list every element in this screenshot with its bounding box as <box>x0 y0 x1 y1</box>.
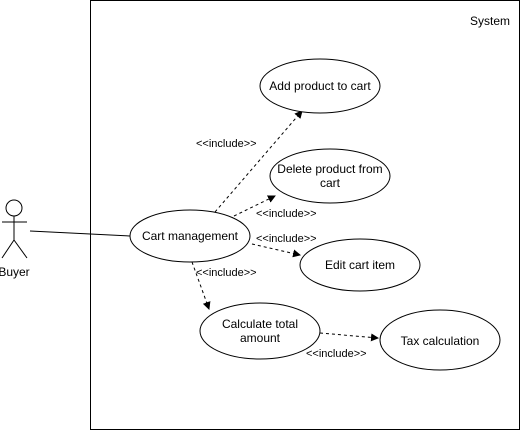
use-case-ellipse <box>199 302 321 360</box>
use-case-label: Tax calculation <box>401 334 480 348</box>
use-case-calculate-total-amount[interactable]: Calculate total amount <box>199 302 321 360</box>
actor-label: Buyer <box>0 265 30 279</box>
use-case-label: Add product to cart <box>269 79 371 93</box>
association-line <box>29 230 131 237</box>
use-case-ellipse <box>129 209 251 263</box>
use-case-delete-product-from-cart[interactable]: Delete product from cart <box>269 148 391 204</box>
include-label-add-product: <<include>> <box>196 138 257 150</box>
actor-left-leg <box>1 239 15 259</box>
use-case-ellipse <box>269 148 391 204</box>
use-case-edit-cart-item[interactable]: Edit cart item <box>299 238 421 292</box>
include-arrow-add-product <box>214 110 303 213</box>
system-label: System <box>470 14 510 28</box>
use-case-ellipse <box>379 309 501 371</box>
use-case-add-product-to-cart[interactable]: Add product to cart <box>259 58 381 114</box>
actor-head <box>5 199 23 217</box>
buyer-actor[interactable]: Buyer <box>0 199 30 279</box>
use-case-ellipse <box>259 58 381 114</box>
use-case-ellipse <box>299 238 421 292</box>
include-label-calculate-total: <<include>> <box>196 267 257 279</box>
use-case-label-line2: cart <box>320 176 341 190</box>
include-label-tax-calculation: <<include>> <box>306 348 367 360</box>
include-arrow-calculate-total <box>191 261 211 310</box>
include-label-edit-cart-item: <<include>> <box>256 233 317 245</box>
include-arrow-delete-product <box>233 195 276 217</box>
actor-right-leg <box>13 239 28 259</box>
use-case-cart-management[interactable]: Cart management <box>129 209 251 263</box>
use-case-label: Edit cart item <box>325 258 395 272</box>
use-case-label-line2: amount <box>240 331 281 345</box>
include-arrow-edit-cart-item <box>251 243 301 258</box>
use-case-tax-calculation[interactable]: Tax calculation <box>379 309 501 371</box>
use-case-label-line1: Calculate total <box>222 317 298 331</box>
include-arrow-tax-calculation <box>319 332 379 342</box>
use-case-label-line1: Delete product from <box>277 162 382 176</box>
include-label-delete-product: <<include>> <box>256 208 317 220</box>
use-case-label: Cart management <box>142 229 239 243</box>
